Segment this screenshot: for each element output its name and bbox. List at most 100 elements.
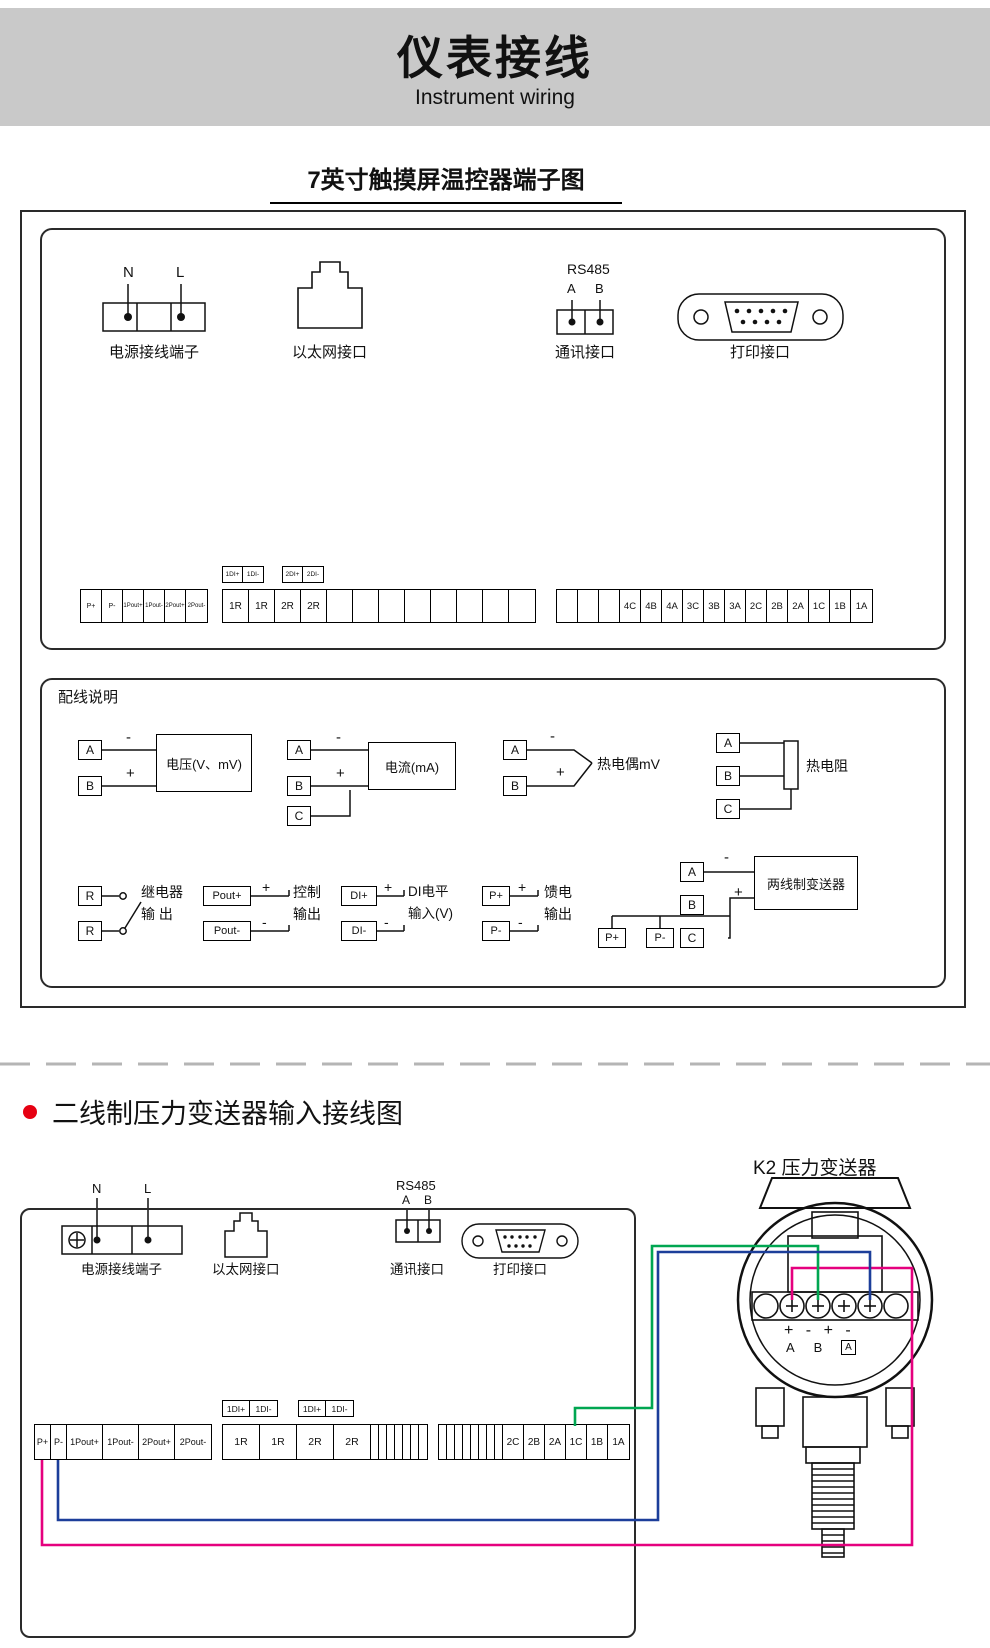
ethernet-label: 以太网接口 <box>212 1262 280 1277</box>
terminal-cell <box>471 1425 479 1459</box>
terminal-cell <box>405 590 431 622</box>
rs485-a-label: A <box>402 1193 411 1207</box>
terminal-cell: 3A <box>725 590 746 622</box>
terminal-cell: 3B <box>704 590 725 622</box>
terminal-di-plus: DI+ <box>341 886 377 906</box>
k2-transmitter-label: K2 压力变送器 <box>753 1158 877 1179</box>
terminal-cell <box>327 590 353 622</box>
feed-label-line1: 馈电 <box>544 884 572 900</box>
transmitter-polarity-labels: + - + - <box>784 1322 855 1339</box>
terminal-strip-right: 2C 2B 2A 1C 1B 1A <box>438 1424 630 1460</box>
relay-label-line1: 继电器 <box>141 884 183 900</box>
section1-outer-frame <box>20 210 966 1008</box>
di-label-line2: 输入(V) <box>408 906 453 921</box>
printer-port-label: 打印接口 <box>730 344 791 361</box>
terminal-cell: 2R <box>301 590 327 622</box>
terminal-strip-mid: 1R 1R 2R 2R <box>222 1424 428 1460</box>
terminal-cell: 1DI+ <box>223 1401 250 1416</box>
page-subtitle: Instrument wiring <box>415 86 575 109</box>
plus-sign: + <box>556 764 565 781</box>
terminal-b: B <box>680 895 704 915</box>
terminal-di-minus: DI- <box>341 921 377 941</box>
terminal-b: B <box>78 776 102 796</box>
plus-sign: + <box>336 765 345 782</box>
di-label-box-2: 1DI+ 1DI- <box>298 1400 354 1417</box>
terminal-cell <box>487 1425 495 1459</box>
terminal-cell <box>439 1425 447 1459</box>
section2-title: 二线制压力变送器输入接线图 <box>52 1099 403 1129</box>
terminal-cell <box>403 1425 411 1459</box>
power-n-label: N <box>92 1181 102 1196</box>
minus-sign: - <box>724 849 729 866</box>
terminal-pout-plus: Pout+ <box>203 886 251 906</box>
terminal-cell: 1A <box>612 1436 625 1448</box>
di-label-box-2: 2DI+ 2DI- <box>282 566 324 583</box>
section-bullet-icon <box>23 1105 37 1119</box>
terminal-cell: 1R <box>223 590 249 622</box>
terminal-cell: P+ <box>81 590 102 622</box>
terminal-a: A <box>287 740 311 760</box>
voltage-box: 电压(V、mV) <box>156 734 252 792</box>
terminal-cell <box>371 1425 379 1459</box>
terminal-cell: 4A <box>662 590 683 622</box>
plus-sign: + <box>734 884 743 901</box>
terminal-c: C <box>680 928 704 948</box>
minus-sign: - <box>336 729 341 746</box>
terminal-cell <box>479 1425 487 1459</box>
terminal-cell: 2B <box>767 590 788 622</box>
minus-sign: - <box>126 729 131 746</box>
transmitter-a-box: A <box>841 1340 856 1355</box>
relay-label-line2: 输 出 <box>141 906 173 922</box>
terminal-cell: 2R <box>297 1425 334 1459</box>
power-terminal-label: 电源接线端子 <box>81 1262 162 1277</box>
terminal-cell: 1B <box>587 1425 608 1459</box>
terminal-strip-right: 4C 4B 4A 3C 3B 3A 2C 2B 2A 1C 1B 1A <box>556 589 873 623</box>
terminal-cell: 2A <box>788 590 809 622</box>
terminal-a: A <box>503 740 527 760</box>
terminal-cell: 2A <box>545 1425 566 1459</box>
terminal-cell <box>379 590 405 622</box>
terminal-cell: 1Pout+ <box>67 1425 103 1459</box>
terminal-c: C <box>287 806 311 826</box>
rs485-label: RS485 <box>396 1178 436 1193</box>
terminal-cell <box>457 590 483 622</box>
terminal-cell: P- <box>102 590 123 622</box>
terminal-cell <box>353 590 379 622</box>
rs485-b-label: B <box>424 1193 433 1207</box>
terminal-cell <box>419 1425 427 1459</box>
terminal-cell: 2DI+ <box>283 567 303 582</box>
terminal-cell: 1DI+ <box>299 1401 326 1416</box>
terminal-p-plus: P+ <box>598 928 626 948</box>
transmitter-ab-labels: A B <box>786 1340 831 1355</box>
plus-sign: + <box>384 879 393 895</box>
terminal-cell <box>578 590 599 622</box>
terminal-cell <box>387 1425 395 1459</box>
terminal-cell: 3C <box>683 590 704 622</box>
terminal-cell <box>379 1425 387 1459</box>
terminal-strip-left: P+ P- 1Pout+ 1Pout- 2Pout+ 2Pout- <box>34 1424 212 1460</box>
terminal-pout-minus: Pout- <box>203 921 251 941</box>
power-terminal-label: 电源接线端子 <box>109 344 200 361</box>
terminal-cell <box>411 1425 419 1459</box>
di-label-box-1: 1DI+ 1DI- <box>222 1400 278 1417</box>
terminal-cell: P+ <box>35 1425 51 1459</box>
terminal-cell <box>509 590 535 622</box>
two-wire-transmitter-box: 两线制变送器 <box>754 856 858 910</box>
printer-port-label: 打印接口 <box>493 1262 547 1277</box>
terminal-panel-box <box>40 228 946 650</box>
minus-sign: - <box>262 914 267 930</box>
comm-port-label: 通讯接口 <box>390 1262 444 1277</box>
terminal-cell: 4C <box>620 590 641 622</box>
terminal-cell <box>599 590 620 622</box>
terminal-cell: 2Pout+ <box>139 1425 175 1459</box>
terminal-cell: 1R <box>223 1425 260 1459</box>
terminal-p-plus: P+ <box>482 886 510 906</box>
terminal-c: C <box>716 799 740 819</box>
terminal-cell <box>495 1425 503 1459</box>
terminal-cell: 1C <box>566 1425 587 1459</box>
di-label-line1: DI电平 <box>408 884 449 899</box>
rtd-label: 热电阻 <box>806 758 848 774</box>
terminal-cell: 1DI+ <box>223 567 243 582</box>
terminal-p-minus: P- <box>482 921 510 941</box>
section1-title: 7英寸触摸屏温控器端子图 <box>270 160 622 204</box>
